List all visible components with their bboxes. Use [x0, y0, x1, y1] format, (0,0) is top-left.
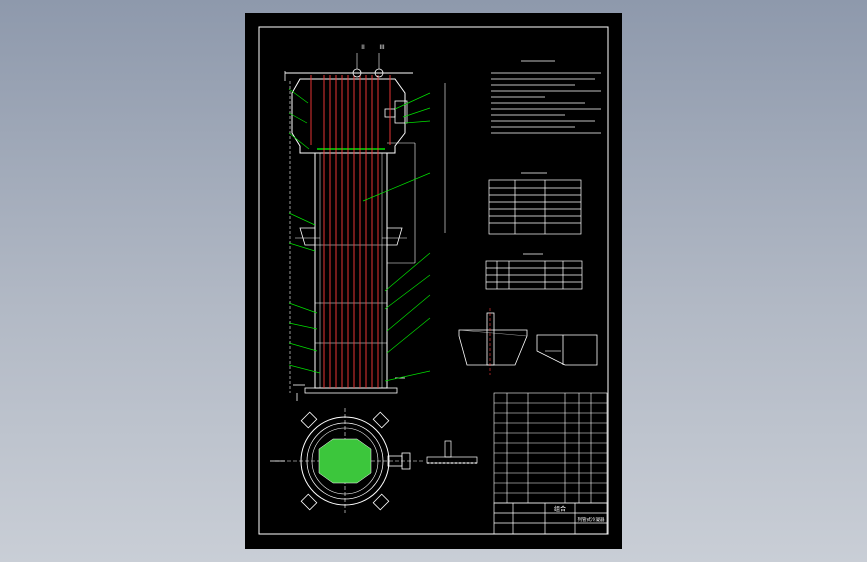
title-block-drawing-name: 列管式冷凝器 [578, 516, 605, 523]
title-block [493, 502, 608, 535]
drawing-sheet: II III [245, 13, 622, 549]
plan-view [270, 408, 425, 513]
top-nozzles [352, 53, 384, 78]
leader-lines [288, 88, 431, 382]
drawing-border [258, 26, 609, 535]
weld-detail-1 [458, 308, 528, 375]
vessel-elevation [284, 71, 446, 401]
design-data-table [488, 172, 582, 235]
section-label-3: III [379, 44, 385, 51]
nozzle-detail [426, 440, 478, 464]
weld-detail-2 [536, 334, 598, 366]
section-label-2: II [361, 44, 365, 51]
plan-tube-bundle [318, 438, 372, 484]
cad-drawing: II III [258, 26, 609, 535]
technical-notes-block [491, 60, 601, 134]
title-block-assembly-label: 组合 [554, 505, 566, 513]
parts-list-table [493, 392, 608, 504]
nozzle-table [485, 253, 583, 290]
tube-bundle-lines [310, 75, 391, 388]
